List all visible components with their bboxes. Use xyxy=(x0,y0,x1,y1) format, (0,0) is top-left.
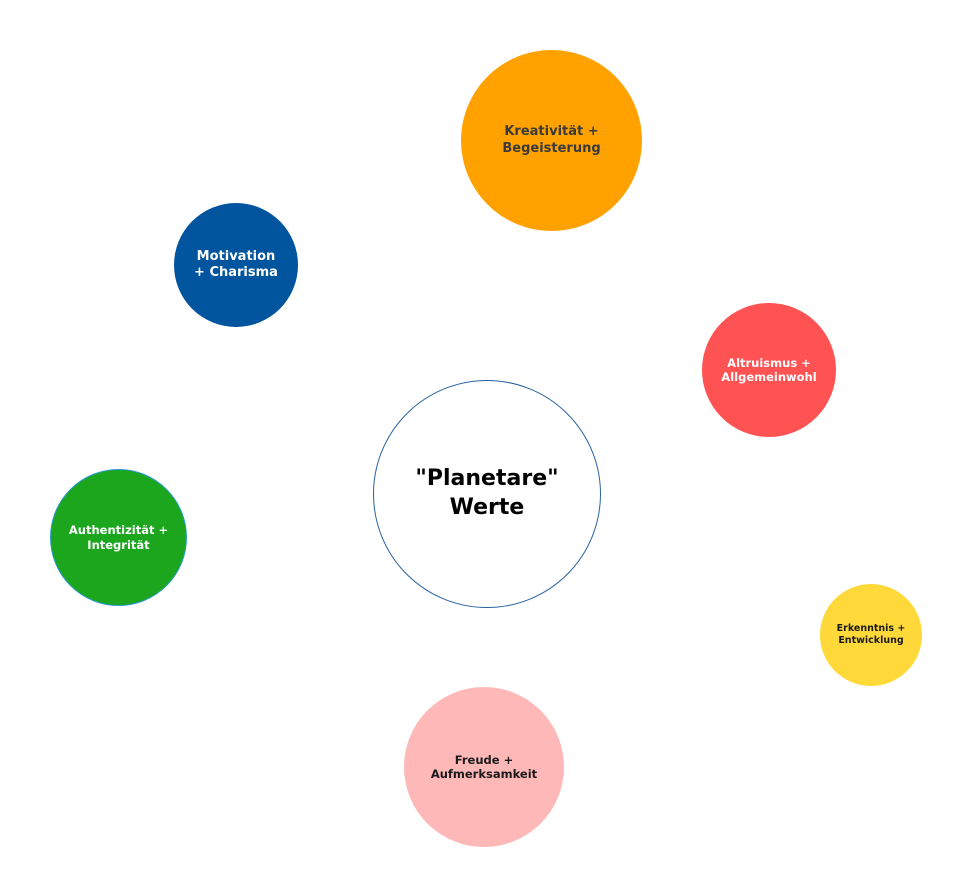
node-authentizitaet-label: Authentizität + Integrität xyxy=(68,523,169,552)
node-kreativitaet-label: Kreativität + Begeisterung xyxy=(502,124,601,156)
center-node-label: "Planetare" Werte xyxy=(415,466,559,520)
node-erkenntnis: Erkenntnis + Entwicklung xyxy=(820,584,922,686)
node-motivation: Motivation + Charisma xyxy=(174,203,298,327)
node-motivation-label: Motivation + Charisma xyxy=(194,248,278,280)
node-altruismus: Altruismus + Allgemeinwohl xyxy=(702,303,836,437)
node-erkenntnis-label: Erkenntnis + Entwicklung xyxy=(836,623,906,646)
node-freude: Freude + Aufmerksamkeit xyxy=(404,687,564,847)
node-freude-label: Freude + Aufmerksamkeit xyxy=(430,752,538,781)
node-authentizitaet: Authentizität + Integrität xyxy=(50,469,187,606)
node-kreativitaet: Kreativität + Begeisterung xyxy=(461,50,642,231)
node-altruismus-label: Altruismus + Allgemeinwohl xyxy=(721,355,817,384)
center-node: "Planetare" Werte xyxy=(373,380,601,608)
